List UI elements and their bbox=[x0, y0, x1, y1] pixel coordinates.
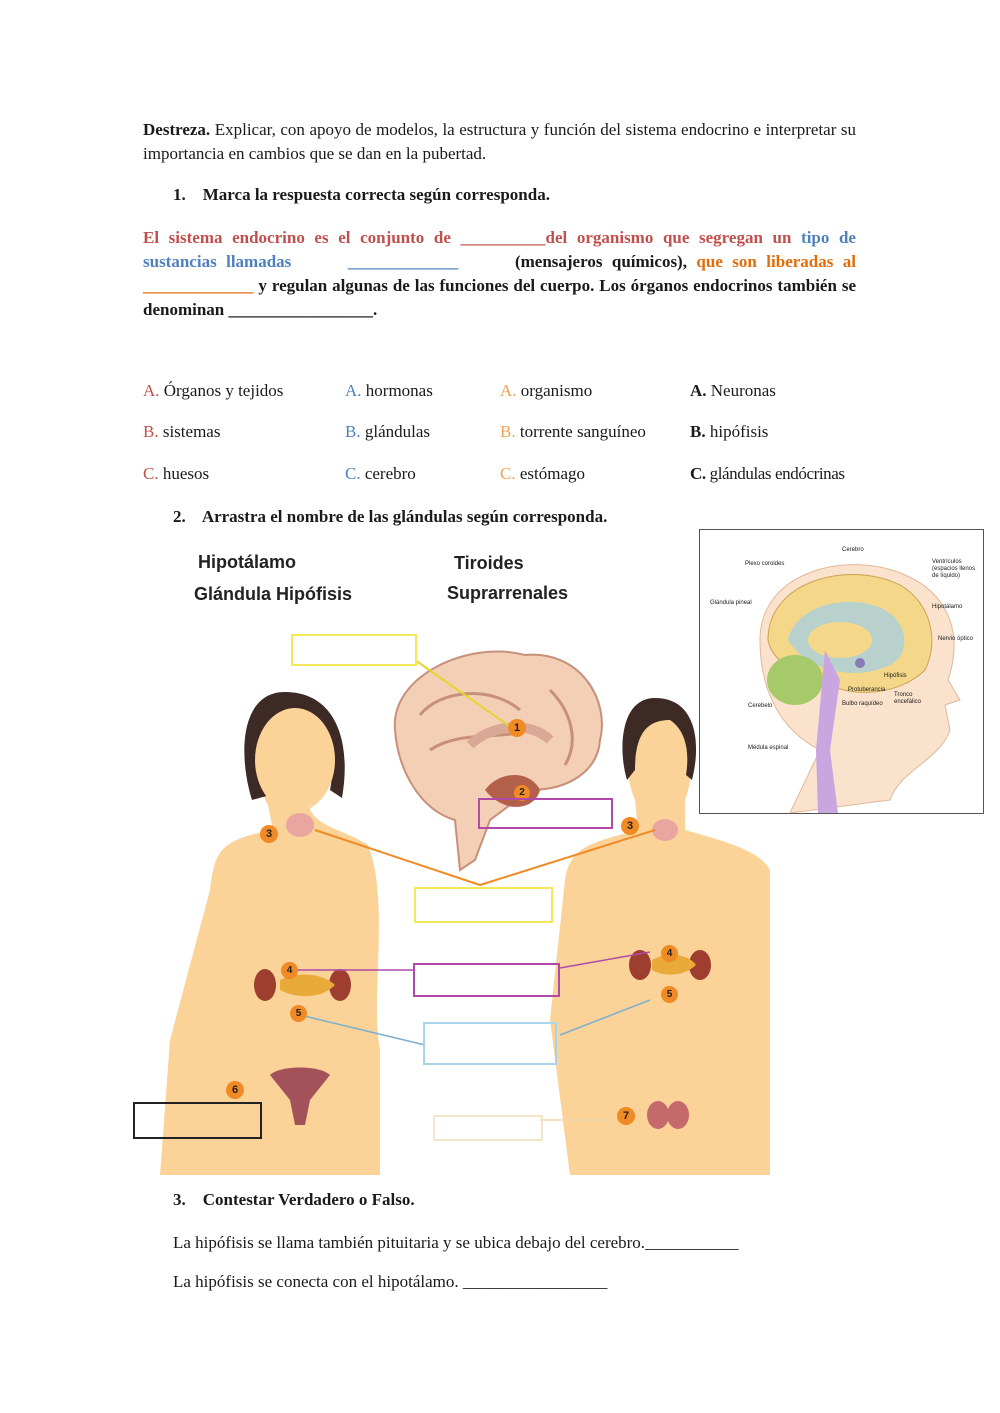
inset-label-nervio: Nervio óptico bbox=[938, 636, 974, 642]
drag-word-suprarrenales[interactable]: Suprarrenales bbox=[447, 583, 569, 603]
inset-label-tronco: Tronco encefálico bbox=[894, 692, 922, 705]
q3-item-1: La hipófisis se llama también pituitaria… bbox=[173, 1231, 739, 1255]
q1-blank-1[interactable]: __________ bbox=[460, 228, 546, 247]
drag-word-hipotalamo[interactable]: Hipotálamo bbox=[198, 552, 297, 572]
drop-box-7[interactable] bbox=[433, 1115, 543, 1141]
q1-blank-4[interactable]: _________________ bbox=[228, 300, 374, 319]
marker-4-male: 4 bbox=[661, 945, 678, 962]
q1-seg-6: y regulan algunas de las funciones del c… bbox=[143, 276, 856, 319]
q1-fill-paragraph: El sistema endocrino es el conjunto de _… bbox=[143, 226, 856, 322]
drop-box-1[interactable] bbox=[291, 634, 417, 666]
q3-title: Contestar Verdadero o Falso. bbox=[202, 1190, 415, 1209]
brain-illustration bbox=[393, 650, 603, 872]
inset-label-cerebelo: Cerebelo bbox=[748, 703, 773, 709]
marker-7: 7 bbox=[617, 1107, 635, 1125]
drag-word-hipofisis[interactable]: Glándula Hipófisis bbox=[194, 584, 353, 604]
option-b-col1[interactable]: B. sistemas bbox=[143, 422, 221, 441]
marker-4-female: 4 bbox=[281, 962, 298, 979]
option-a-col3[interactable]: A. organismo bbox=[500, 381, 593, 400]
q3-number: 3. bbox=[173, 1190, 186, 1209]
drop-box-2[interactable] bbox=[478, 798, 613, 829]
q1-seg-4: (mensajeros químicos), bbox=[514, 252, 697, 271]
inset-brain-illustration bbox=[759, 564, 961, 813]
q1-blank-3[interactable]: _____________ bbox=[143, 276, 254, 295]
option-b-col4[interactable]: B. hipófisis bbox=[690, 422, 769, 441]
skill-lead: Destreza. bbox=[143, 120, 211, 139]
inset-label-pineal: Glándula pineal bbox=[710, 600, 752, 606]
inset-label-bulbo: Bulbo raquídeo bbox=[842, 701, 883, 707]
q1-number: 1. bbox=[173, 185, 186, 204]
q1-seg-1: El sistema endocrino es el conjunto de bbox=[143, 228, 461, 247]
inset-label-hipotalamo: Hipotálamo bbox=[932, 604, 963, 610]
q3-item-1-blank[interactable]: ___________ bbox=[645, 1233, 739, 1252]
marker-3-female: 3 bbox=[260, 825, 278, 843]
inset-label-hipofisis: Hipófisis bbox=[884, 673, 907, 679]
q1-seg-3: tipo de sustancias llamadas bbox=[143, 228, 856, 271]
option-c-col4[interactable]: C. glándulas endócrinas bbox=[690, 464, 845, 483]
q3-item-2-text: La hipófisis se conecta con el hipotálam… bbox=[173, 1272, 463, 1291]
q1-seg-5: que son liberadas al bbox=[696, 252, 857, 271]
option-b-col3[interactable]: B. torrente sanguíneo bbox=[500, 422, 646, 441]
option-b-col2[interactable]: B. glándulas bbox=[345, 422, 430, 441]
q1-title: Marca la respuesta correcta según corres… bbox=[202, 185, 550, 204]
marker-5-male: 5 bbox=[661, 986, 678, 1003]
option-c-col1[interactable]: C. huesos bbox=[143, 464, 210, 483]
marker-5-female: 5 bbox=[290, 1005, 307, 1022]
inset-label-protuberancia: Protuberancia bbox=[848, 687, 886, 693]
endocrine-body-diagram bbox=[160, 650, 770, 1175]
drop-box-3[interactable] bbox=[414, 887, 553, 923]
option-a-col2[interactable]: A. hormonas bbox=[345, 381, 433, 400]
q1-blank-2[interactable]: _____________ bbox=[347, 252, 459, 271]
female-body bbox=[160, 692, 380, 1175]
marker-3-male: 3 bbox=[621, 817, 639, 835]
inset-label-plexo: Plexo coroides bbox=[745, 561, 785, 567]
drop-box-4[interactable] bbox=[413, 963, 560, 997]
q2-title: Arrastra el nombre de las glándulas segú… bbox=[201, 507, 608, 526]
inset-label-medula: Médula espinal bbox=[748, 745, 789, 751]
q1-seg-2: del organismo que segregan un bbox=[545, 228, 802, 247]
skill-paragraph: Destreza. Explicar, con apoyo de modelos… bbox=[143, 118, 856, 166]
q2-number: 2. bbox=[173, 507, 186, 526]
marker-1: 1 bbox=[508, 719, 526, 737]
drop-box-5[interactable] bbox=[423, 1022, 557, 1065]
q3-item-2: La hipófisis se conecta con el hipotálam… bbox=[173, 1270, 607, 1294]
q3-heading: 3. Contestar Verdadero o Falso. bbox=[173, 1188, 415, 1212]
q3-item-2-blank[interactable]: _________________ bbox=[462, 1272, 608, 1291]
q3-item-1-text: La hipófisis se llama también pituitaria… bbox=[173, 1233, 646, 1252]
option-c-col2[interactable]: C. cerebro bbox=[345, 464, 416, 483]
inset-label-cerebro: Cerebro bbox=[842, 547, 864, 553]
marker-2: 2 bbox=[514, 785, 530, 801]
q1-heading: 1. Marca la respuesta correcta según cor… bbox=[173, 183, 550, 207]
drop-box-6[interactable] bbox=[133, 1102, 262, 1139]
male-body bbox=[550, 698, 770, 1175]
inset-brain-anatomy: Cerebro Plexo coroides Ventrículos (espa… bbox=[699, 529, 984, 814]
marker-6: 6 bbox=[226, 1081, 244, 1099]
q2-heading: 2. Arrastra el nombre de las glándulas s… bbox=[173, 505, 607, 529]
skill-text: Explicar, con apoyo de modelos, la estru… bbox=[143, 120, 857, 163]
inset-label-ventriculos: Ventrículos (espacios llenos de líquido) bbox=[932, 559, 976, 579]
option-c-col3[interactable]: C. estómago bbox=[500, 464, 585, 483]
q1-seg-7: . bbox=[373, 300, 378, 319]
drag-word-tiroides[interactable]: Tiroides bbox=[454, 553, 524, 573]
option-a-col4[interactable]: A. Neuronas bbox=[690, 381, 776, 400]
option-a-col1[interactable]: A. Órganos y tejidos bbox=[143, 381, 284, 400]
